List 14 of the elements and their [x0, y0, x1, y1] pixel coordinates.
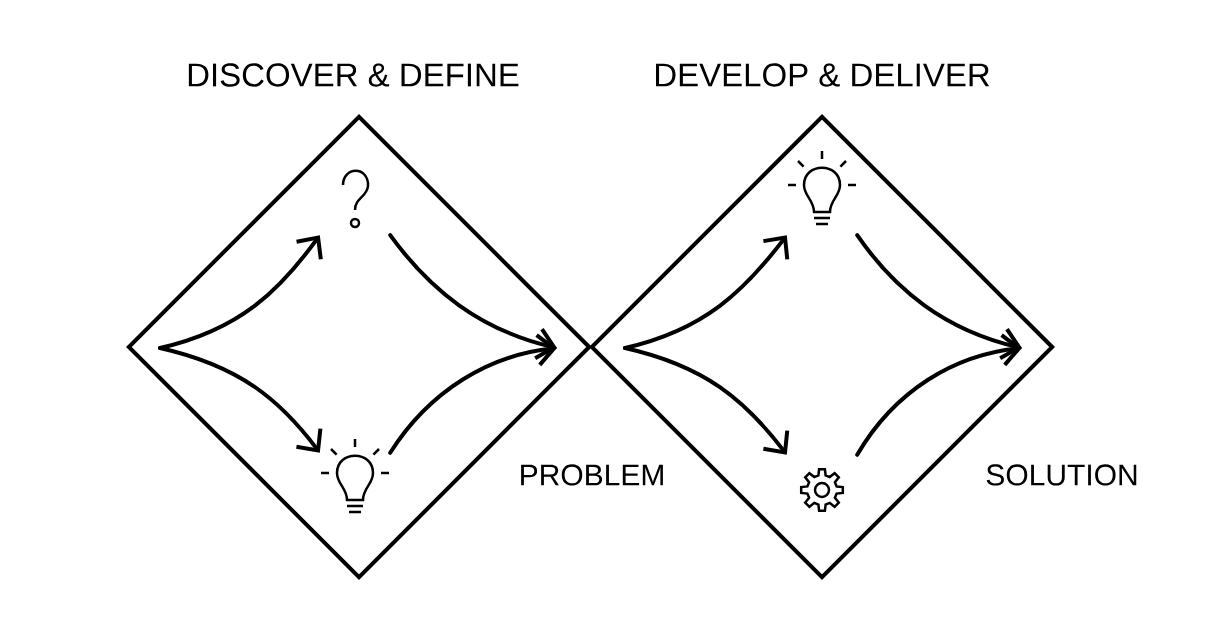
arrow — [855, 233, 1022, 361]
arrow — [623, 346, 790, 455]
stage-label: SOLUTION — [986, 464, 1137, 486]
lightbulb-icon — [788, 151, 856, 226]
heading: DISCOVER & DEFINE — [188, 63, 519, 87]
arrow — [158, 346, 323, 453]
stage-label: PROBLEM — [521, 464, 663, 486]
lightbulb-icon — [321, 439, 389, 514]
arrow — [388, 333, 557, 455]
question-icon — [341, 169, 370, 229]
arrow — [388, 233, 557, 361]
heading: DEVELOP & DELIVER — [656, 63, 990, 87]
arrow — [855, 333, 1022, 457]
gear-icon — [799, 467, 845, 513]
